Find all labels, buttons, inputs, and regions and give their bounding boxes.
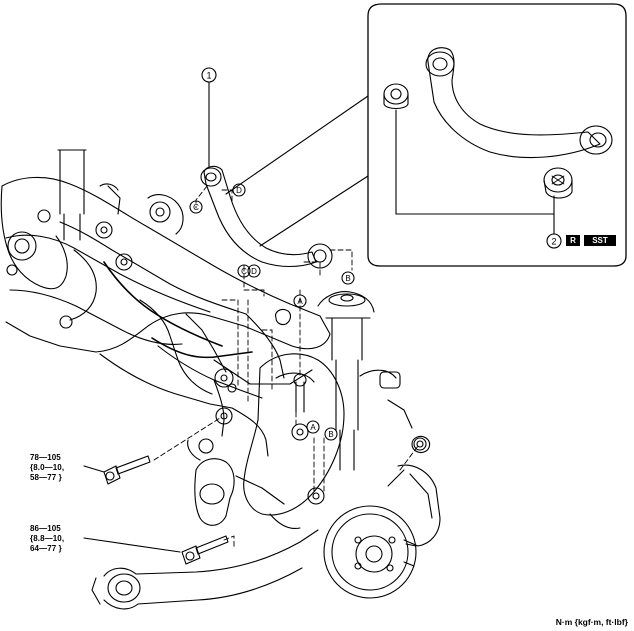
sst-badge: SST	[584, 235, 616, 246]
ref-c-label-2: C	[241, 267, 247, 276]
callout-1-circle	[201, 67, 217, 83]
bolt-lower	[181, 535, 229, 565]
ref-d-circle-1	[232, 183, 246, 197]
ref-a-label-1: A	[297, 297, 303, 306]
ref-a-circle-1	[293, 294, 307, 308]
ref-b-label-2: B	[328, 430, 333, 439]
torque-ftlbf: 58—77 }	[30, 473, 62, 482]
torque-kgfm: {8.0—10,	[30, 463, 65, 472]
ref-b-circle-2	[324, 427, 338, 441]
ref-b-label-1: B	[345, 274, 350, 283]
rear-subframe	[0, 149, 441, 610]
callout-2-label: 2	[551, 237, 556, 247]
bolt-upper	[103, 455, 151, 485]
torque-leader-lower	[83, 537, 181, 553]
torque-nm: 86—105	[30, 524, 61, 533]
upper-arm-part	[200, 165, 333, 269]
ref-a-circle-2	[306, 420, 320, 434]
torque-ftlbf: 64—77 }	[30, 544, 62, 553]
ref-b-circle-1	[341, 271, 355, 285]
ref-c-circle-1	[189, 200, 203, 214]
callout-1-label: 1	[206, 71, 211, 81]
torque-leader-upper	[83, 465, 105, 473]
callout-2-circle	[546, 233, 562, 249]
reference-lines	[153, 185, 419, 549]
replace-badge: R	[566, 235, 580, 246]
torque-kgfm: {8.8—10,	[30, 534, 65, 543]
ref-d-circle-2	[247, 264, 261, 278]
torque-units-note: N·m {kgf·m, ft·lbf}	[555, 617, 628, 627]
torque-spec-upper: 78—105 {8.0—10, 58—77 }	[30, 453, 64, 483]
ref-d-label-1: D	[236, 186, 242, 195]
ref-d-label-2: D	[251, 267, 257, 276]
detail-inset	[225, 3, 627, 267]
ref-c-label-1: C	[193, 203, 199, 212]
torque-nm: 78—105	[30, 453, 61, 462]
ref-c-circle-2	[237, 264, 251, 278]
torque-spec-lower: 86—105 {8.8—10, 64—77 }	[30, 524, 64, 554]
ref-a-label-2: A	[310, 423, 316, 432]
